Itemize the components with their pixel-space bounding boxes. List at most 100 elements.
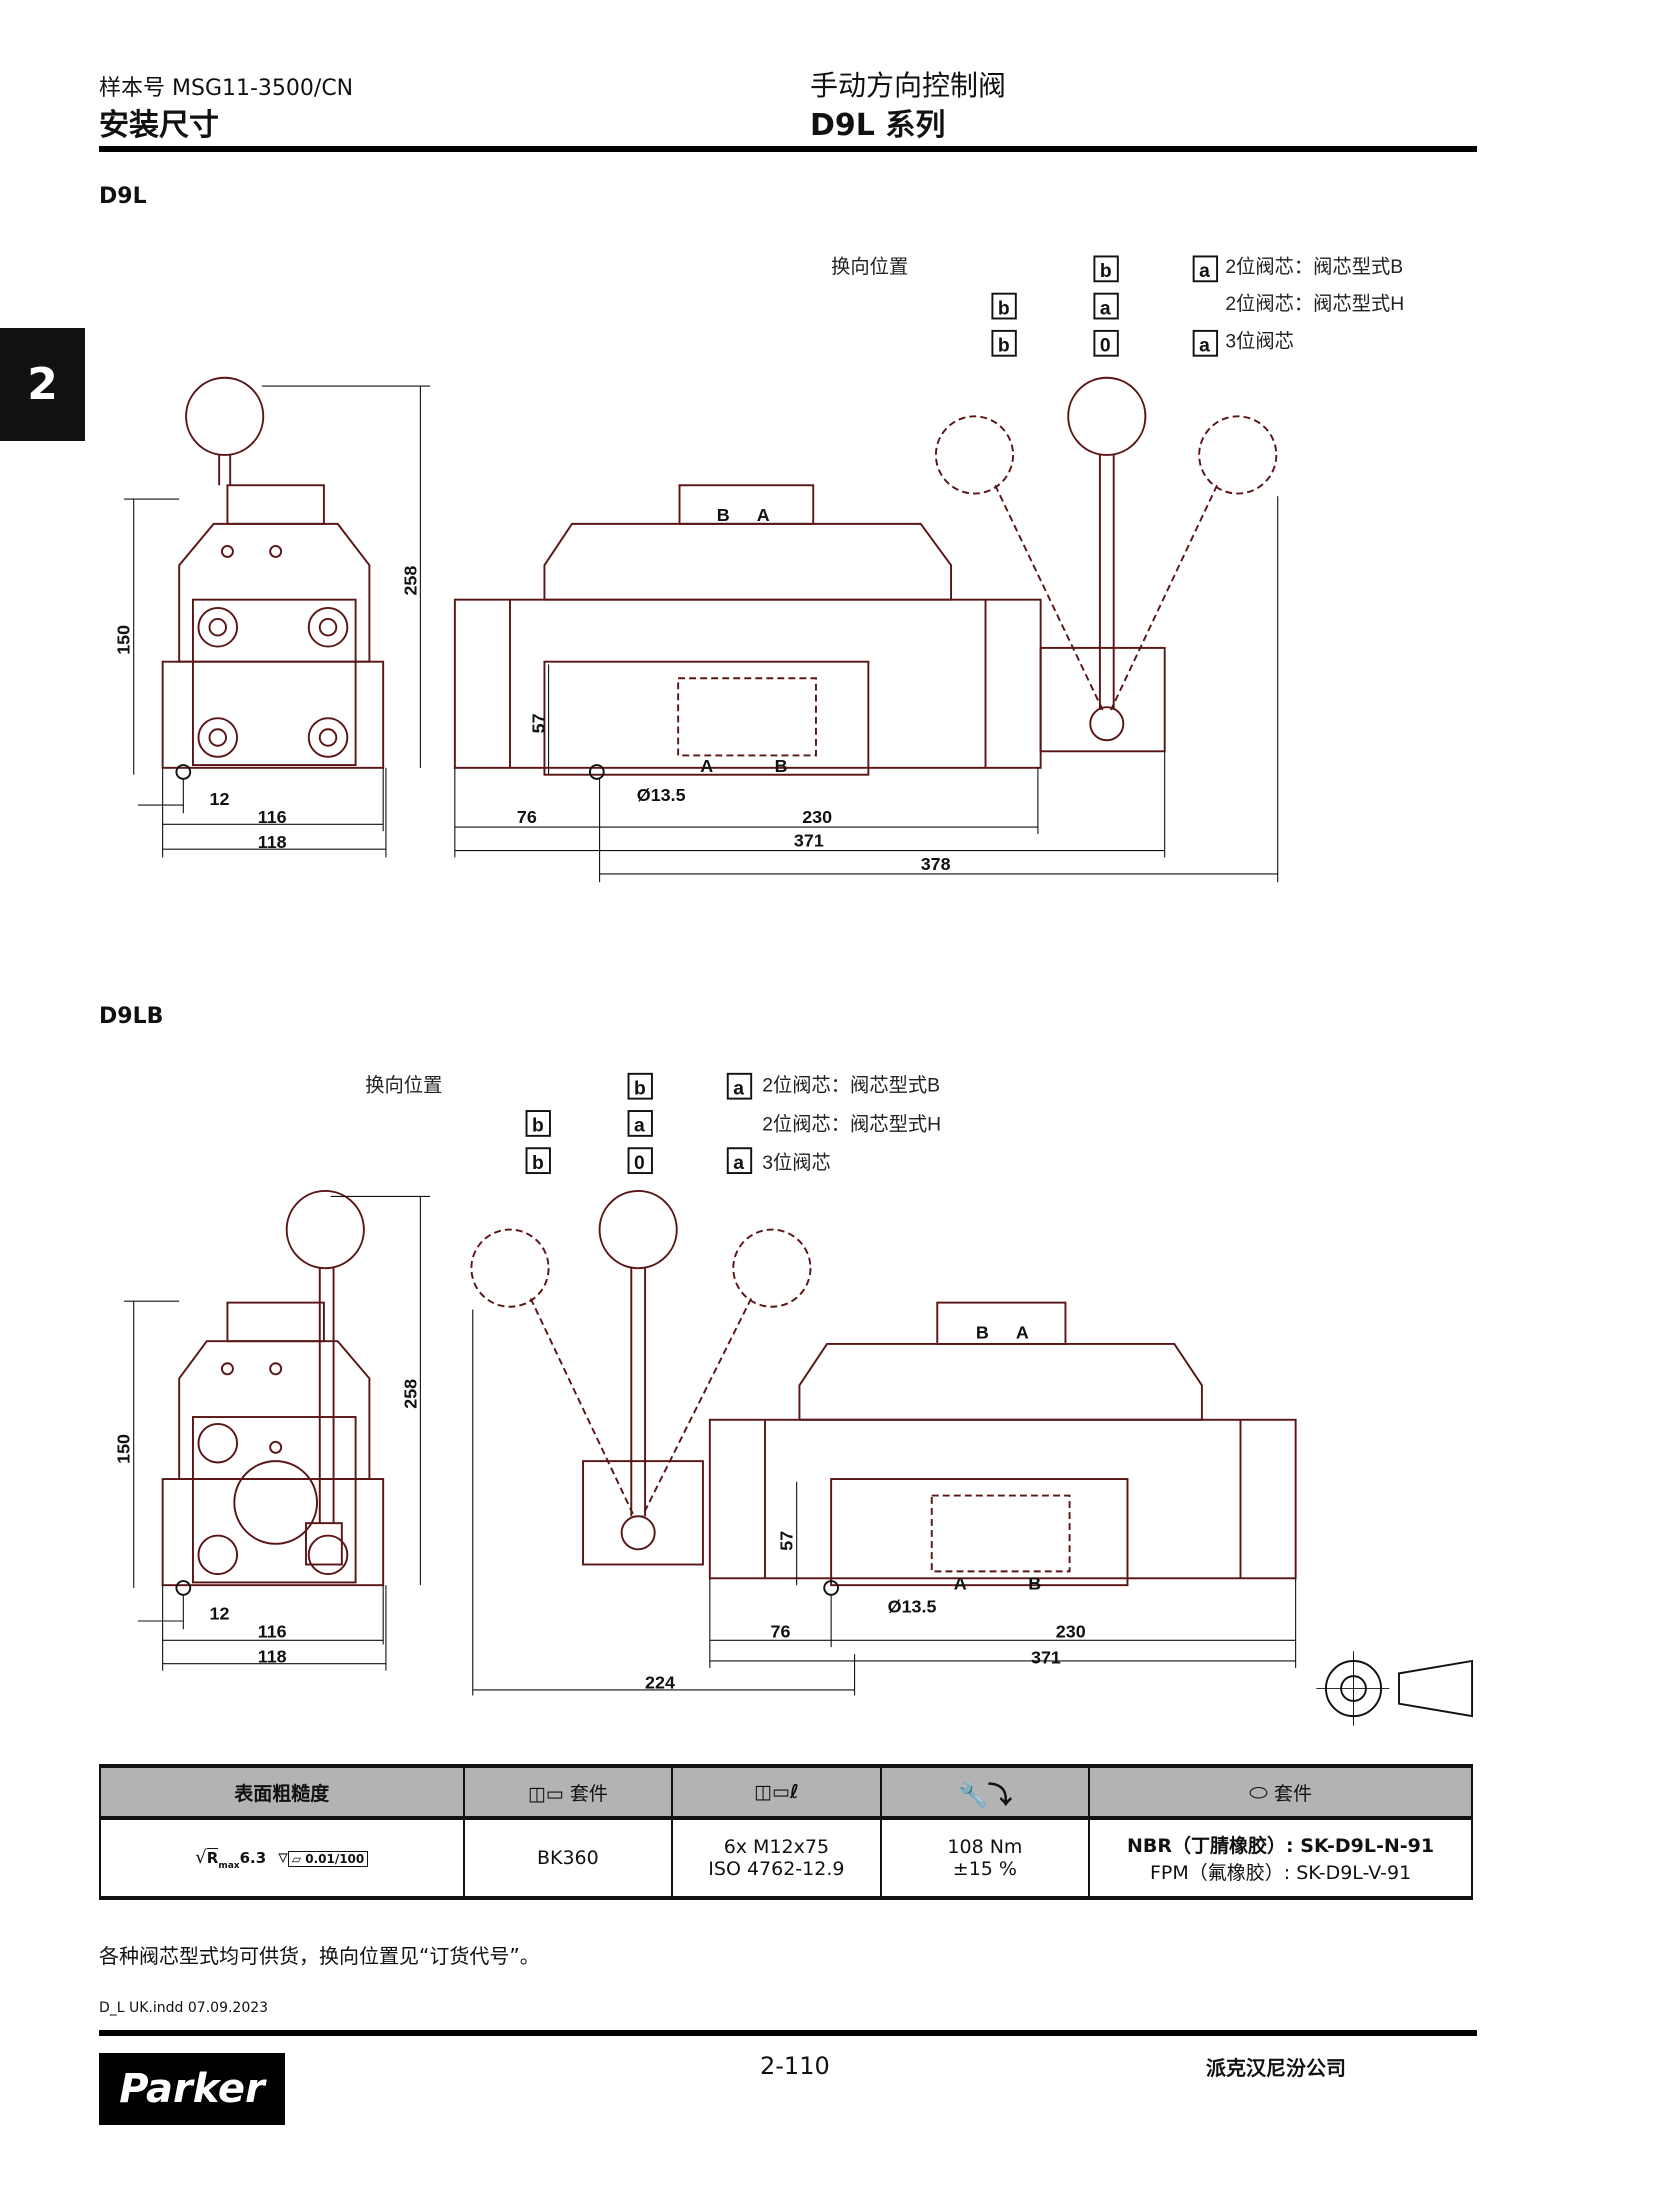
d9lb-front-dimensions [124, 1195, 431, 1671]
dim-150: 150 [114, 625, 134, 655]
projection-symbol [1316, 1651, 1474, 1726]
d9l-legend-box: b [998, 336, 1010, 357]
d9l-legend-box: a [1100, 298, 1111, 319]
d9lb-legend-box: 0 [634, 1153, 645, 1174]
header-screw: ◫▭ℓ [671, 1765, 882, 1819]
d9lb-legend-text: 2位阀芯：阀芯型式B [762, 1075, 940, 1097]
company-name: 派克汉尼汾公司 [1206, 2056, 1346, 2080]
specification-table: 表面粗糙度 ◫▭ 套件 ◫▭ℓ 🔧⤵ ⬭ 套件 √Rmax6.3 ▿▱ 0.01… [99, 1764, 1473, 1900]
dim-258: 258 [400, 566, 420, 596]
roughness-sub: max [218, 1860, 240, 1871]
d9l-legend-box: b [1100, 261, 1112, 282]
d9l-legend-box: a [1199, 336, 1210, 357]
torque-cell: 108 Nm±15 % [879, 1817, 1091, 1899]
d9lb-legend-box: b [532, 1116, 544, 1137]
series-title: D9L 系列 [810, 108, 946, 143]
product-name: 手动方向控制阀 [810, 69, 1007, 102]
dim-230: 230 [1056, 1622, 1086, 1642]
d9l-title: D9L [99, 184, 147, 209]
header-surface-roughness: 表面粗糙度 [99, 1765, 465, 1819]
port-label-a: A [954, 1573, 967, 1593]
dim-118: 118 [258, 832, 287, 852]
o-ring-icon: ⬭ [1249, 1780, 1268, 1806]
dim-116: 116 [258, 1622, 287, 1642]
port-label-b: B [717, 505, 730, 525]
wrench-icon: 🔧⤵ [957, 1780, 1012, 1809]
dim-371: 371 [1031, 1648, 1061, 1668]
dim-76: 76 [770, 1622, 790, 1642]
header-seal-kit-label: 套件 [1274, 1782, 1313, 1805]
header-rule [99, 146, 1477, 152]
dim-57: 57 [528, 713, 548, 733]
d9lb-legend-text: 2位阀芯：阀芯型式H [762, 1113, 941, 1135]
port-label-a: A [757, 505, 770, 525]
flatness-value: 0.01/100 [305, 1851, 365, 1866]
torque-value: 108 Nm [947, 1836, 1023, 1858]
screw-size: 6x M12x75 [723, 1836, 830, 1858]
d9l-legend-box: b [998, 298, 1010, 319]
section-title: 安装尺寸 [99, 108, 219, 143]
d9l-legend-box: 0 [1100, 336, 1111, 357]
d9lb-side-view [470, 1190, 1297, 1596]
d9l-front-view [161, 376, 385, 780]
bolt-icon: ◫▭ [527, 1782, 564, 1805]
roughness-cell: √Rmax6.3 ▿▱ 0.01/100 [99, 1817, 465, 1899]
dim-116: 116 [258, 807, 287, 827]
port-label-a: A [1016, 1322, 1029, 1342]
dim-371: 371 [794, 830, 824, 850]
d9lb-legend [525, 1072, 753, 1175]
seal-nbr: NBR（丁腈橡胶）: SK-D9L-N-91 [1127, 1835, 1435, 1857]
d9l-legend-box: a [1199, 261, 1210, 282]
dim-12: 12 [210, 1604, 230, 1624]
d9lb-title: D9LB [99, 1004, 164, 1029]
dim-76: 76 [517, 807, 537, 827]
dim-150: 150 [114, 1434, 134, 1464]
header-seal-kit: ⬭ 套件 [1088, 1765, 1473, 1819]
d9lb-legend-heading: 换向位置 [365, 1075, 442, 1097]
roughness-value: 6.3 [239, 1848, 267, 1867]
dim-57: 57 [777, 1531, 797, 1551]
d9l-legend-text: 3位阀芯 [1225, 330, 1294, 352]
header-bolt-kit: ◫▭ 套件 [462, 1765, 674, 1819]
d9lb-legend-text: 3位阀芯 [762, 1152, 831, 1174]
d9l-legend-text: 2位阀芯：阀芯型式H [1225, 293, 1404, 315]
d9l-side-view [453, 376, 1278, 780]
d9lb-legend-box: a [634, 1116, 645, 1137]
dim-12: 12 [210, 789, 230, 809]
screw-gauge-icon: ◫▭ℓ [753, 1781, 799, 1803]
footer-rule [99, 2030, 1477, 2036]
d9l-legend-heading: 换向位置 [831, 256, 908, 278]
page-number: 2-110 [760, 2052, 830, 2080]
screw-standard: ISO 4762-12.9 [708, 1858, 845, 1880]
d9l-legend-text: 2位阀芯：阀芯型式B [1225, 256, 1403, 278]
parker-logo: Parker [99, 2053, 285, 2125]
dim-diameter: Ø13.5 [888, 1597, 937, 1617]
dim-230: 230 [802, 807, 832, 827]
dim-diameter: Ø13.5 [637, 785, 686, 805]
d9l-side-dimensions [454, 496, 1279, 883]
d9l-front-dimensions [124, 385, 431, 858]
port-label-b: B [1028, 1573, 1041, 1593]
file-info: D_L UK.indd 07.09.2023 [99, 2000, 269, 2016]
header-torque: 🔧⤵ [879, 1765, 1091, 1819]
d9l-legend [991, 255, 1219, 357]
dim-378: 378 [921, 854, 951, 874]
bolt-kit-cell: BK360 [462, 1817, 674, 1899]
port-label-b: B [775, 756, 788, 776]
d9lb-legend-box: b [634, 1078, 646, 1099]
chapter-tab[interactable]: 2 [0, 328, 85, 441]
header-bolt-kit-label: 套件 [569, 1782, 608, 1805]
dim-224: 224 [645, 1673, 675, 1693]
port-label-b: B [976, 1322, 989, 1342]
d9lb-legend-box: b [532, 1153, 544, 1174]
d9lb-side-dimensions [472, 1309, 1297, 1696]
d9lb-legend-box: a [733, 1078, 744, 1099]
roughness-symbol: R [206, 1847, 219, 1867]
dim-118: 118 [258, 1646, 287, 1666]
availability-note: 各种阀芯型式均可供货，换向位置见“订货代号”。 [99, 1944, 540, 1968]
torque-tolerance: ±15 % [952, 1858, 1017, 1880]
port-label-a: A [700, 756, 713, 776]
dim-258: 258 [400, 1379, 420, 1409]
